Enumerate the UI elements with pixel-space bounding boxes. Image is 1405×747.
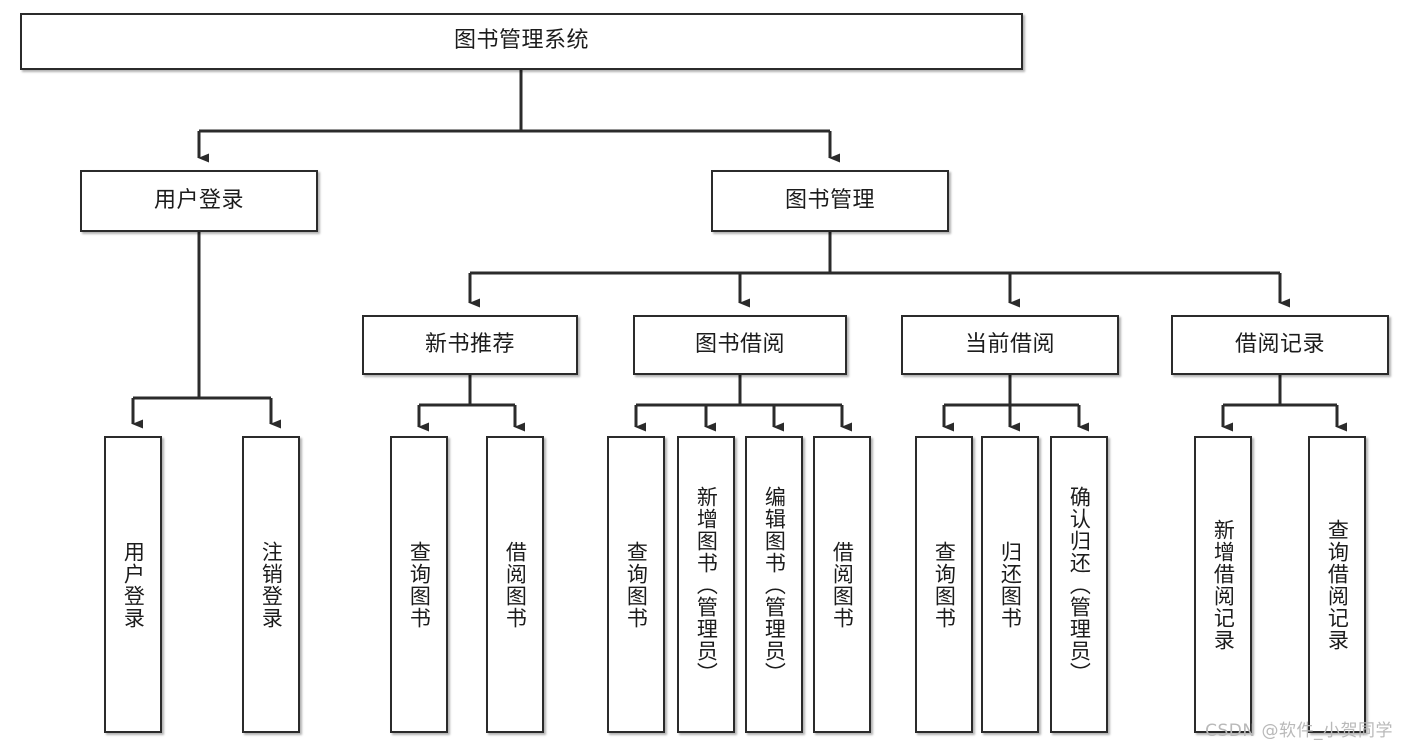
leaf-query-book-3[interactable]: 查询图书 [915,436,973,733]
leaf-user-login[interactable]: 用户登录 [104,436,162,733]
node-root-label: 图书管理系统 [453,28,589,54]
node-book-manage[interactable]: 图书管理 [711,170,949,232]
leaf-add-record-label: 新增借阅记录 [1211,518,1236,651]
leaf-return-book-label: 归还图书 [998,540,1023,629]
node-user-login[interactable]: 用户登录 [80,170,318,232]
node-new-book-rec-label: 新书推荐 [424,331,515,357]
leaf-borrow-book-2[interactable]: 借阅图书 [813,436,871,733]
node-book-manage-label: 图书管理 [784,187,875,213]
node-new-book-rec[interactable]: 新书推荐 [362,315,578,375]
leaf-query-record-label: 查询借阅记录 [1325,518,1350,651]
node-current-borrow[interactable]: 当前借阅 [901,315,1119,375]
leaf-add-book[interactable]: 新增图书（管理员） [677,436,735,733]
leaf-add-record[interactable]: 新增借阅记录 [1194,436,1252,733]
leaf-borrow-book-1[interactable]: 借阅图书 [486,436,544,733]
leaf-add-book-label: 新增图书（管理员） [694,485,719,684]
leaf-query-book-2[interactable]: 查询图书 [607,436,665,733]
node-current-borrow-label: 当前借阅 [964,331,1055,357]
leaf-query-book-1[interactable]: 查询图书 [390,436,448,733]
node-book-borrow-label: 图书借阅 [694,331,785,357]
leaf-edit-book[interactable]: 编辑图书（管理员） [745,436,803,733]
leaf-user-login-label: 用户登录 [121,540,146,629]
leaf-borrow-book-1-label: 借阅图书 [503,540,528,629]
leaf-query-book-2-label: 查询图书 [624,540,649,629]
leaf-borrow-book-2-label: 借阅图书 [830,540,855,629]
node-borrow-record-label: 借阅记录 [1234,331,1325,357]
node-book-borrow[interactable]: 图书借阅 [633,315,847,375]
leaf-confirm-return[interactable]: 确认归还（管理员） [1050,436,1108,733]
node-root[interactable]: 图书管理系统 [20,13,1023,70]
leaf-query-book-3-label: 查询图书 [932,540,957,629]
node-borrow-record[interactable]: 借阅记录 [1171,315,1389,375]
leaf-user-logout-label: 注销登录 [259,540,284,629]
leaf-query-book-1-label: 查询图书 [407,540,432,629]
leaf-user-logout[interactable]: 注销登录 [242,436,300,733]
leaf-confirm-return-label: 确认归还（管理员） [1067,485,1092,684]
leaf-query-record[interactable]: 查询借阅记录 [1308,436,1366,733]
leaf-edit-book-label: 编辑图书（管理员） [762,485,787,684]
node-user-login-label: 用户登录 [153,187,244,213]
leaf-return-book[interactable]: 归还图书 [981,436,1039,733]
